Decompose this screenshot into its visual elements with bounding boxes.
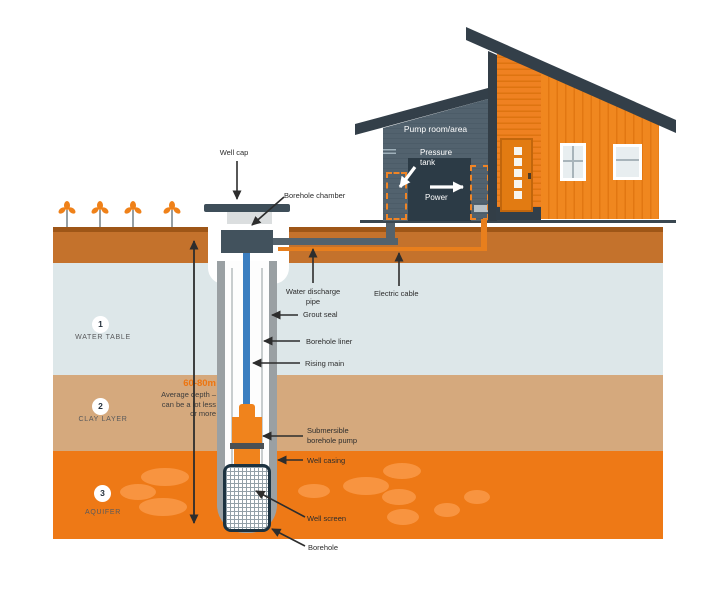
well-cap-stub (227, 211, 272, 224)
depth-range-label: 60-80m (183, 378, 216, 389)
layer-name-aquifer: AQUIFER (84, 509, 121, 516)
plant-stem (132, 210, 134, 227)
door-lite (514, 180, 522, 188)
plant-bud (97, 201, 103, 210)
layer-badge-2: 2 (92, 398, 109, 415)
power-unit-outline (470, 165, 489, 220)
plant-bud (64, 201, 70, 210)
equipment-shelf (474, 205, 488, 212)
house-corner-strip (488, 51, 497, 221)
plant-sprout (57, 201, 77, 227)
house-window (613, 144, 642, 180)
borehole-chamber-box (221, 230, 273, 253)
aquifer-blob (383, 463, 421, 479)
plant-leaf (172, 206, 182, 215)
rising-main-label: Rising main (305, 359, 345, 368)
submersible-pump-label: Submersible borehole pump (307, 426, 358, 445)
pump-room-interior (408, 158, 471, 221)
well-casing-label: Well casing (307, 456, 346, 465)
well-cap-bar (204, 204, 290, 212)
plant-bud (130, 201, 136, 210)
door-lite (514, 169, 522, 177)
plant-sprout (123, 201, 143, 227)
pressure-tank-outline (386, 172, 407, 220)
borehole-liner-line (261, 268, 263, 466)
pump-lower (234, 449, 260, 466)
door-lite (514, 147, 522, 155)
borehole-liner-line (231, 268, 233, 466)
pump-body (232, 417, 262, 444)
water-discharge-pipe-vertical (386, 221, 395, 241)
clay-layer (53, 375, 663, 451)
pump-cap (239, 404, 255, 418)
electric-cable-label: Electric cable (374, 289, 419, 298)
plant-sprout (90, 201, 110, 227)
pressure-tank-label: Pressure tank (420, 148, 453, 167)
door-lite (514, 191, 522, 199)
aquifer-blob (434, 503, 460, 517)
layer-badge-1: 1 (92, 316, 109, 333)
electric-cable-horizontal (278, 247, 487, 251)
plant-leaf (100, 206, 110, 215)
water-discharge-pipe-horizontal (273, 238, 398, 245)
plant-sprout (162, 201, 182, 227)
well-cap-label: Well cap (219, 148, 249, 157)
well-screen-label: Well screen (307, 514, 347, 523)
wall-vent (383, 149, 396, 156)
plant-leaf (67, 206, 77, 215)
door-lite (514, 158, 522, 166)
aquifer-blob (141, 468, 189, 486)
power-label: Power (425, 193, 448, 202)
topsoil-surface-line (53, 227, 663, 232)
door-handle (528, 173, 531, 179)
depth-note-label: Average depth – can be a lot less or mor… (161, 390, 216, 419)
aquifer-blob (298, 484, 330, 498)
borehole-label: Borehole (308, 543, 339, 552)
aquifer-blob (139, 498, 187, 516)
pump-room-label: Pump room/area (403, 124, 468, 134)
layer-name-water-table: WATER TABLE (75, 334, 131, 341)
plant-leaf (133, 206, 143, 215)
grout-seal-label: Grout seal (303, 310, 338, 319)
electric-cable-vertical (481, 219, 487, 251)
window-mullion (563, 160, 583, 162)
water-table-layer (53, 263, 663, 375)
well-screen-mesh (223, 464, 271, 532)
borehole-liner-label: Borehole liner (306, 337, 353, 346)
plant-stem (66, 210, 68, 227)
window-mullion (572, 146, 574, 178)
aquifer-blob (382, 489, 416, 505)
house-floor-line (360, 220, 676, 223)
aquifer-blob (387, 509, 419, 525)
aquifer-blob (343, 477, 389, 495)
house-window (560, 143, 586, 181)
aquifer-blob (464, 490, 490, 504)
borehole-chamber-label: Borehole chamber (284, 191, 346, 200)
plant-stem (171, 210, 173, 227)
aquifer-blob (120, 484, 156, 500)
rising-main-pipe (243, 252, 250, 405)
water-discharge-pipe-label: Water discharge pipe (285, 287, 341, 306)
window-mullion (616, 159, 639, 161)
plant-bud (169, 201, 175, 210)
plant-stem (99, 210, 101, 227)
layer-name-clay: CLAY LAYER (78, 416, 128, 423)
layer-badge-3: 3 (94, 485, 111, 502)
pump-band (230, 443, 264, 449)
